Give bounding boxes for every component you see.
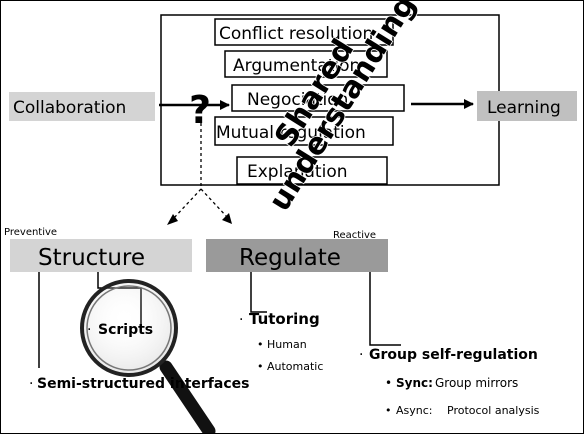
- box-argumentation-label: Argumentation: [233, 56, 360, 76]
- box-argumentation: [224, 50, 388, 78]
- group-bullet: ·: [359, 347, 363, 363]
- magnifier-icon: [80, 279, 216, 433]
- dashed-branch-left-head: [167, 214, 178, 225]
- connector-tutoring: [250, 272, 267, 313]
- dashed-branch-right-head: [222, 213, 232, 224]
- sync-prefix: Sync:: [396, 376, 433, 390]
- collaboration-label: Collaboration: [13, 98, 126, 118]
- box-explanation: [236, 156, 388, 185]
- tutoring-label: Tutoring: [249, 310, 320, 328]
- box-explanation-label: Explanation: [247, 162, 348, 182]
- box-mutual-regulation-label: Mutual regulation: [216, 123, 366, 143]
- tutoring-item-bullet-0: •: [257, 338, 264, 351]
- tutoring-item-human: Human: [267, 338, 307, 351]
- box-conflict-resolution-label: Conflict resolution: [219, 24, 373, 44]
- tutoring-item-bullet-1: •: [257, 360, 264, 373]
- async-text: Protocol analysis: [447, 404, 540, 417]
- scripts-label: Scripts: [98, 322, 153, 338]
- magnifier-lens-inner: [86, 285, 172, 371]
- connector-group: [369, 272, 401, 346]
- reactive-label: Reactive: [333, 230, 376, 241]
- async-bullet: •: [385, 404, 392, 417]
- semi-structured-label: Semi-structured interfaces: [37, 376, 249, 392]
- collaboration-box: [9, 92, 155, 121]
- sync-bullet: •: [385, 376, 392, 390]
- scripts-bullet: ·: [87, 322, 91, 338]
- dashed-branch-left: [172, 188, 202, 220]
- box-negociation: [231, 84, 405, 112]
- preventive-label: Preventive: [4, 227, 57, 238]
- semi-bullet: ·: [29, 376, 33, 392]
- group-self-regulation-label: Group self-regulation: [369, 347, 538, 363]
- box-negociation-label: Negociation: [247, 90, 348, 110]
- tutoring-item-automatic: Automatic: [267, 360, 323, 373]
- question-mark: ?: [189, 88, 211, 132]
- async-prefix: Async:: [396, 404, 433, 417]
- box-mutual-regulation: [214, 116, 394, 146]
- regulate-box: [206, 239, 388, 272]
- magnifier-handle: [159, 360, 216, 433]
- dashed-branch-right: [200, 188, 228, 218]
- structure-box: [10, 239, 192, 272]
- learning-label: Learning: [487, 98, 561, 118]
- learning-box: [477, 91, 577, 121]
- regulate-label: Regulate: [239, 245, 341, 271]
- structure-label: Structure: [38, 245, 145, 271]
- magnifier-lens: [80, 279, 178, 377]
- sync-text: Group mirrors: [435, 376, 518, 390]
- box-conflict-resolution: [214, 18, 394, 46]
- tutoring-bullet: ·: [239, 312, 243, 328]
